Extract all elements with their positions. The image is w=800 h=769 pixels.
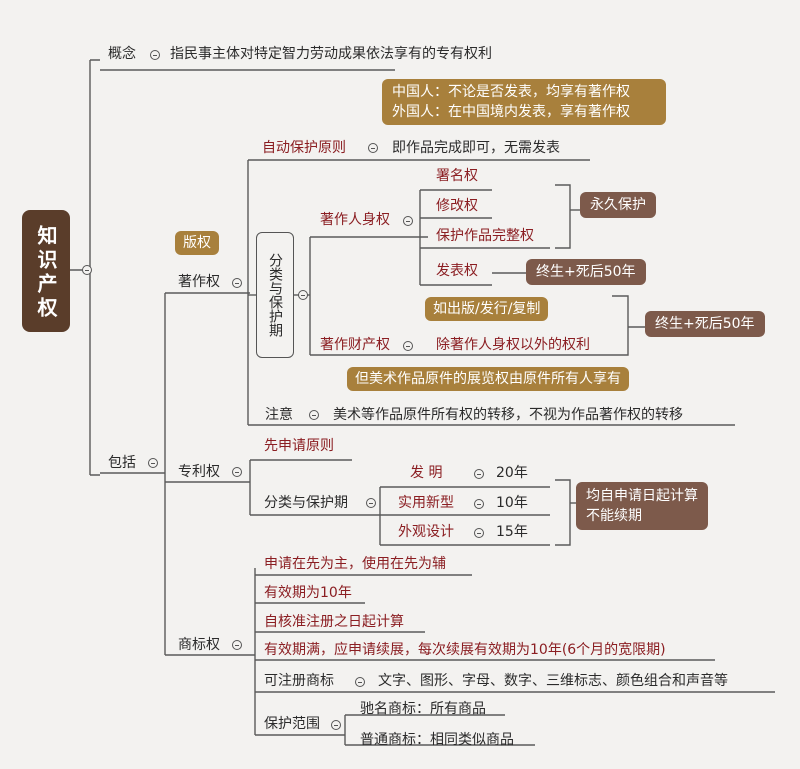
classify-toggle[interactable] xyxy=(298,290,308,300)
copyright-badge: 版权 xyxy=(175,231,219,255)
first-apply-principle: 先申请原则 xyxy=(264,438,334,454)
patent-type: 实用新型 xyxy=(398,495,454,511)
copyright-note-callout: 中国人：不论是否发表，均享有著作权 外国人：在中国境内发表，享有著作权 xyxy=(382,79,666,125)
protection-scope-label: 保护范围 xyxy=(264,716,320,732)
personal-item: 修改权 xyxy=(436,198,478,214)
registrable-toggle[interactable] xyxy=(355,677,365,687)
property-callout: 如出版/发行/复制 xyxy=(425,297,549,321)
root-collapse-toggle[interactable] xyxy=(82,265,92,275)
auto-protect-label: 自动保护原则 xyxy=(262,140,346,156)
patent-classify-label: 分类与保护期 xyxy=(264,495,348,511)
auto-protect-text: 即作品完成即可，无需发表 xyxy=(392,140,560,156)
attention-label: 注意 xyxy=(265,407,293,423)
concept-text: 指民事主体对特定智力劳动成果依法享有的专有权利 xyxy=(170,46,492,62)
patent-type: 外观设计 xyxy=(398,524,454,540)
include-toggle[interactable] xyxy=(148,458,158,468)
patent-toggle[interactable] xyxy=(232,467,242,477)
copyright-note-line: 外国人：在中国境内发表，享有著作权 xyxy=(392,104,630,120)
patent-term: 15年 xyxy=(496,524,528,540)
permanent-protection-badge: 永久保护 xyxy=(580,192,656,218)
copyright-classify-box: 分类与保护期 xyxy=(256,232,294,358)
personal-item: 署名权 xyxy=(436,168,478,184)
personal-rights-label: 著作人身权 xyxy=(320,212,390,228)
personal-item: 发表权 xyxy=(436,263,478,279)
property-rights-text: 除著作人身权以外的权利 xyxy=(436,337,590,353)
patent-type-toggle[interactable] xyxy=(474,528,484,538)
famous-mark: 驰名商标：所有商品 xyxy=(360,701,486,717)
auto-protect-toggle[interactable] xyxy=(368,143,378,153)
attention-text: 美术等作品原件所有权的转移，不视为作品著作权的转移 xyxy=(333,407,683,423)
patent-classify-toggle[interactable] xyxy=(366,498,376,508)
patent-type-toggle[interactable] xyxy=(474,499,484,509)
ordinary-mark: 普通商标：相同类似商品 xyxy=(360,732,514,748)
patent-type-toggle[interactable] xyxy=(474,469,484,479)
copyright-toggle[interactable] xyxy=(232,278,242,288)
copyright-note-line: 中国人：不论是否发表，均享有著作权 xyxy=(392,84,630,100)
publish-term-badge: 终生+死后50年 xyxy=(526,259,646,285)
personal-rights-toggle[interactable] xyxy=(403,216,413,226)
patent-term: 10年 xyxy=(496,495,528,511)
copyright-label: 著作权 xyxy=(178,274,220,290)
property-rights-label: 著作财产权 xyxy=(320,337,390,353)
registrable-text: 文字、图形、字母、数字、三维标志、颜色组合和声音等 xyxy=(378,673,728,689)
patent-note-box: 均自申请日起计算 不能续期 xyxy=(576,482,708,530)
concept-toggle[interactable] xyxy=(150,50,160,60)
patent-type: 发 明 xyxy=(410,465,443,481)
property-rights-toggle[interactable] xyxy=(403,341,413,351)
trademark-item: 自核准注册之日起计算 xyxy=(264,614,404,630)
patent-note-line: 均自申请日起计算 xyxy=(586,488,698,504)
protection-scope-toggle[interactable] xyxy=(331,720,341,730)
patent-term: 20年 xyxy=(496,465,528,481)
root-title: 知识产权 xyxy=(22,210,70,332)
trademark-label: 商标权 xyxy=(178,637,220,653)
trademark-toggle[interactable] xyxy=(232,640,242,650)
trademark-item: 有效期满，应申请续展，每次续展有效期为10年(6个月的宽限期) xyxy=(264,642,666,658)
attention-toggle[interactable] xyxy=(309,410,319,420)
attention-callout: 但美术作品原件的展览权由原件所有人享有 xyxy=(347,367,629,391)
patent-label: 专利权 xyxy=(178,464,220,480)
patent-note-line: 不能续期 xyxy=(586,508,642,524)
registrable-label: 可注册商标 xyxy=(264,673,334,689)
trademark-item: 有效期为10年 xyxy=(264,585,352,601)
concept-label: 概念 xyxy=(108,46,136,62)
personal-item: 保护作品完整权 xyxy=(436,228,534,244)
property-term-badge: 终生+死后50年 xyxy=(645,311,765,337)
include-label: 包括 xyxy=(108,455,136,471)
trademark-item: 申请在先为主，使用在先为辅 xyxy=(264,556,446,572)
